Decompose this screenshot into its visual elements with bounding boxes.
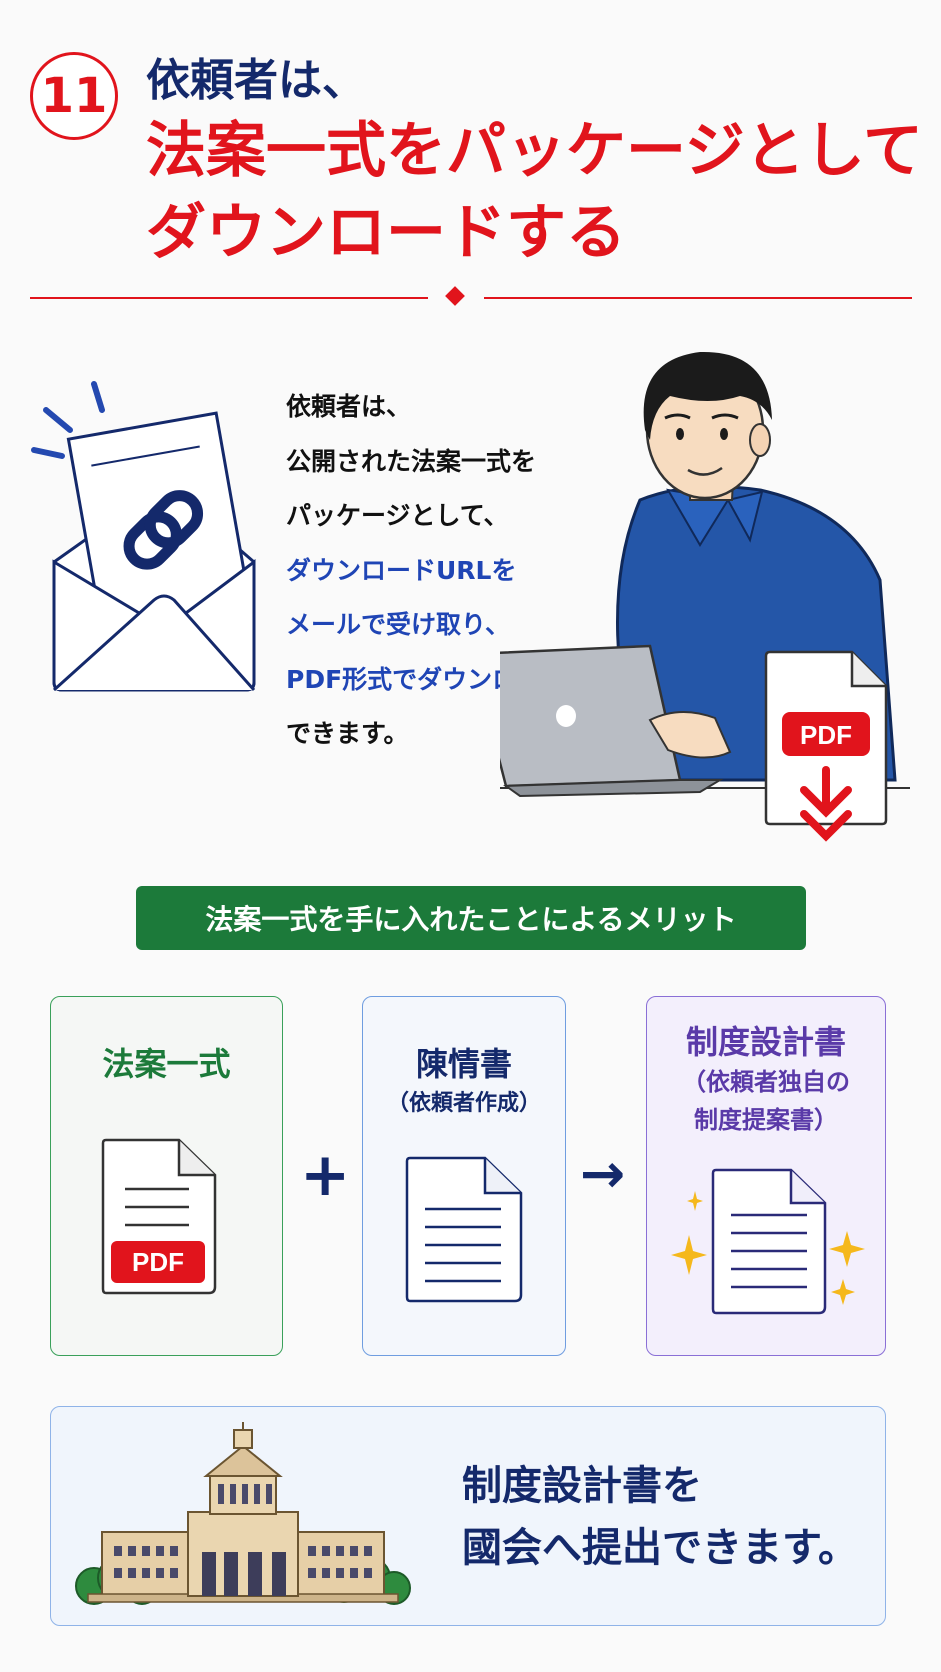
link-icon xyxy=(123,490,204,570)
sparkle-lines xyxy=(31,381,105,459)
description-line: 依頼者は、 xyxy=(286,392,412,421)
step-number: 11 xyxy=(40,68,108,124)
pdf-label: PDF xyxy=(132,1247,184,1277)
benefits-banner-text: 法案一式を手に入れたことによるメリット xyxy=(205,903,737,936)
plus-icon: + xyxy=(300,1140,351,1210)
page-title-line-1: 依頼者は、 xyxy=(146,55,366,106)
arrow-right-icon: → xyxy=(580,1142,626,1205)
description-line: できます。 xyxy=(286,719,409,748)
sparkle-icon xyxy=(671,1191,865,1305)
diet-building-icon xyxy=(75,1422,411,1605)
description-line-highlight: メールで受け取り、 xyxy=(286,610,511,639)
submission-line: 制度設計書を xyxy=(462,1463,702,1509)
step-number-badge: 11 xyxy=(30,52,118,140)
page-title-line-2: 法案一式をパッケージとして xyxy=(146,116,923,186)
card-subtitle: （依頼者独自の xyxy=(682,1068,850,1096)
benefit-card-bill-package: 法案一式 PDF xyxy=(50,996,283,1356)
title-divider-diamond xyxy=(445,286,465,306)
description-line: 公開された法案一式を xyxy=(286,446,537,476)
pdf-document-icon: PDF xyxy=(101,1138,217,1295)
title-divider-left xyxy=(30,297,428,299)
pdf-download-icon: PDF xyxy=(764,650,888,842)
card-title: 制度設計書 xyxy=(685,1023,846,1061)
pdf-label: PDF xyxy=(800,720,852,750)
submission-text: 制度設計書を 國会へ提出できます。 xyxy=(462,1455,858,1579)
card-title: 陳情書 xyxy=(415,1045,512,1083)
envelope-icon xyxy=(31,381,256,692)
design-document-icon xyxy=(671,1168,865,1315)
download-arrow-icon xyxy=(800,766,852,842)
title-divider-right xyxy=(484,297,912,299)
submission-line: 國会へ提出できます。 xyxy=(462,1525,858,1571)
description-line: パッケージとして、 xyxy=(286,501,509,530)
card-title: 法案一式 xyxy=(102,1045,231,1083)
description-text: 依頼者は、 公開された法案一式を パッケージとして、 ダウンロードURLを メー… xyxy=(286,380,616,762)
benefit-card-system-design: 制度設計書 （依頼者独自の 制度提案書） xyxy=(646,996,886,1356)
card-subtitle: （依頼者作成） xyxy=(386,1091,541,1116)
card-subtitle: 制度提案書） xyxy=(694,1106,838,1134)
page-title-line-3: ダウンロードする xyxy=(146,198,626,268)
benefits-banner: 法案一式を手に入れたことによるメリット xyxy=(136,886,806,950)
benefit-card-petition: 陳情書 （依頼者作成） xyxy=(362,996,566,1356)
document-icon xyxy=(405,1156,523,1303)
laptop-icon xyxy=(500,644,724,798)
description-line-highlight: ダウンロードURLを xyxy=(286,555,517,585)
